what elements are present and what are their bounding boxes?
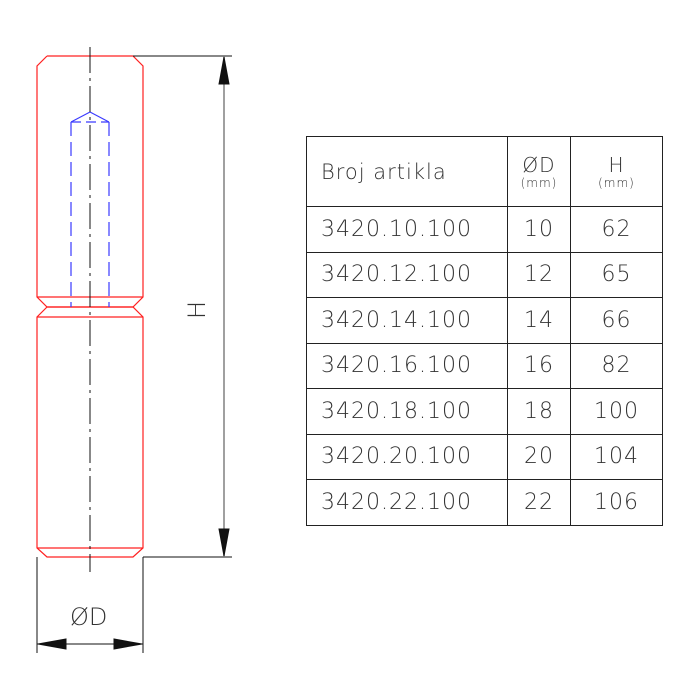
height-label: H [183,300,212,320]
diameter-dimension [36,557,144,653]
article-cell: 3420.22.100 [306,479,508,526]
height-cell: 106 [570,479,663,526]
diameter-cell: 22 [507,479,571,526]
header-diameter: ØD [522,152,556,177]
height-cell: 62 [570,206,663,253]
height-cell: 104 [570,433,663,480]
arrow-right-icon [113,638,143,650]
article-cell: 3420.18.100 [306,388,508,435]
diameter-cell: 20 [507,433,571,480]
article-cell: 3420.16.100 [306,342,508,389]
diameter-cell: 14 [507,297,571,344]
article-cell: 3420.20.100 [306,433,508,480]
diameter-cell: 10 [507,206,571,253]
article-cell: 3420.12.100 [306,251,508,298]
header-height: H [608,152,625,177]
diameter-cell: 16 [507,342,571,389]
header-diameter-unit: (mm) [520,175,558,190]
article-cell: 3420.10.100 [306,206,508,253]
height-cell: 65 [570,251,663,298]
table-header-row: Broj artikla ØD (mm) H (mm) [306,136,663,207]
arrow-left-icon [37,638,67,650]
header-height-unit: (mm) [598,175,635,190]
height-cell: 82 [570,342,663,389]
height-cell: 66 [570,297,663,344]
height-dimension [133,55,232,558]
arrow-up-icon [218,56,230,85]
height-cell: 100 [570,388,663,435]
header-article: Broj artikla [321,159,447,184]
article-cell: 3420.14.100 [306,297,508,344]
diameter-cell: 18 [507,388,571,435]
diameter-label: ØD [70,603,108,631]
arrow-down-icon [218,528,230,557]
diameter-cell: 12 [507,251,571,298]
